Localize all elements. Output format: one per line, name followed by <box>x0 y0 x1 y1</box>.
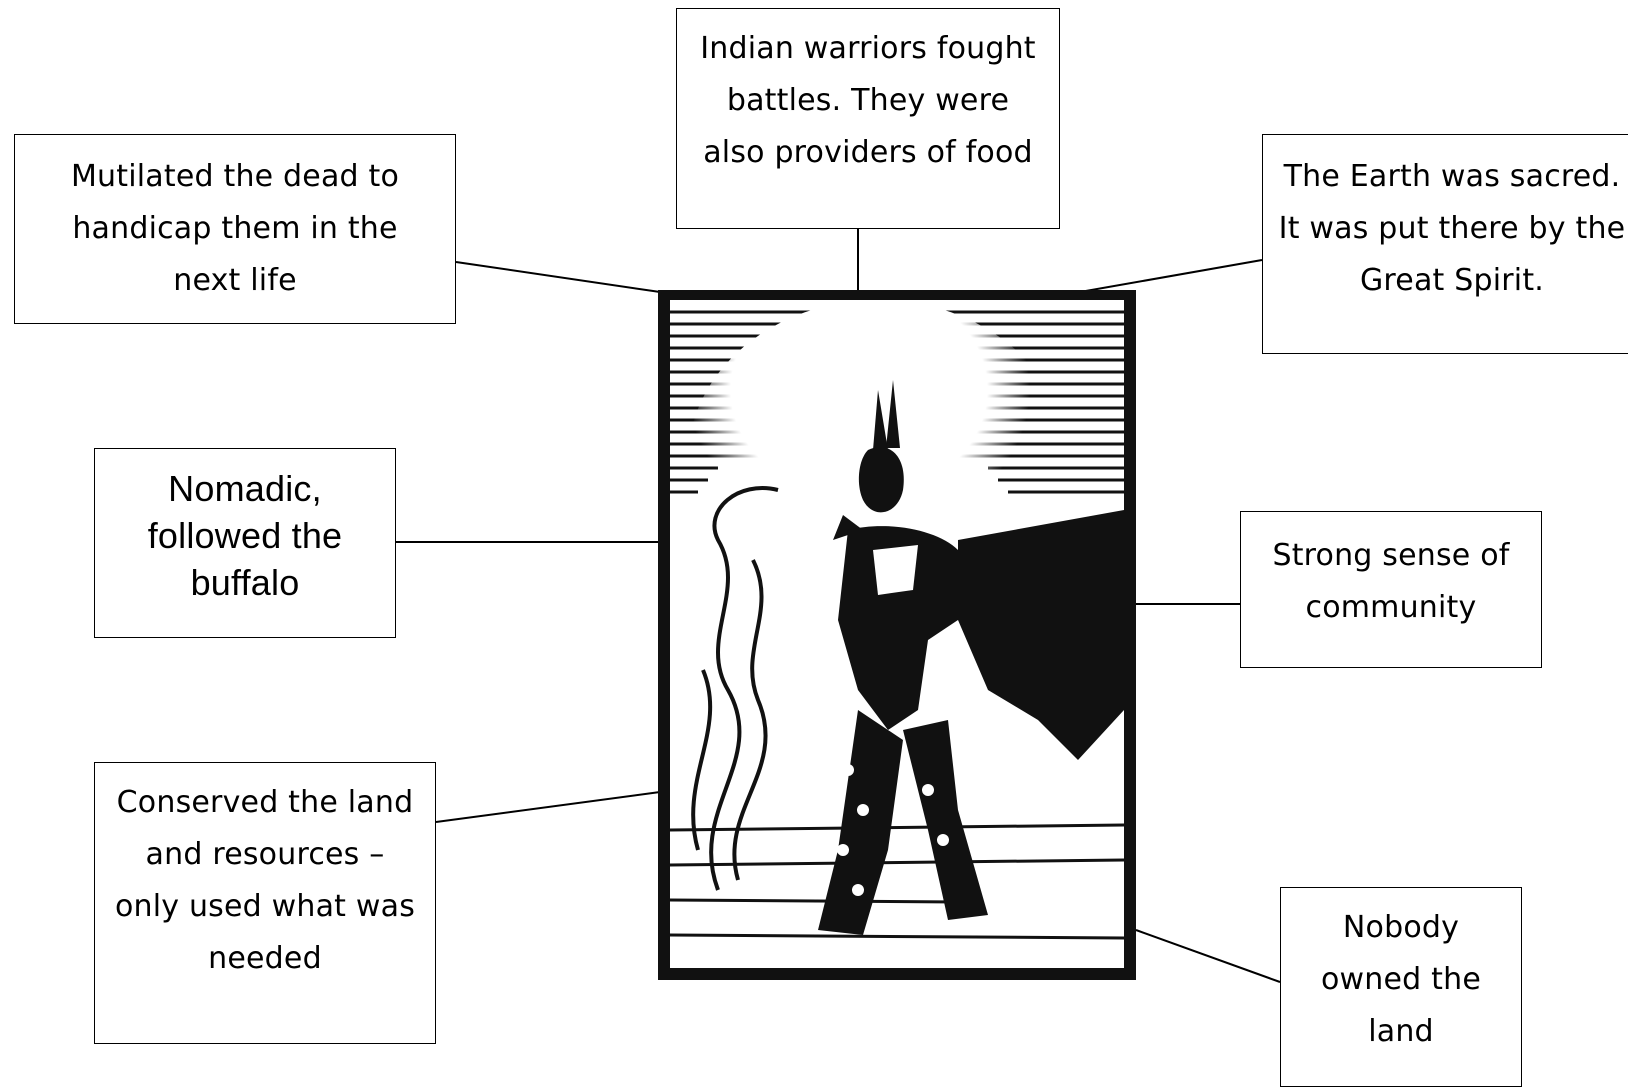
callout-nomadic-text: Nomadic, followed the buffalo <box>147 468 343 603</box>
callout-warriors-text: Indian warriors fought battles. They wer… <box>700 31 1036 170</box>
connector-nobody <box>1135 929 1281 983</box>
callout-nomadic: Nomadic, followed the buffalo <box>94 448 396 638</box>
connector-mutilated <box>455 261 661 293</box>
callout-community-text: Strong sense of community <box>1272 538 1510 625</box>
callout-community: Strong sense of community <box>1240 511 1542 668</box>
callout-mutilated: Mutilated the dead to handicap them in t… <box>14 134 456 324</box>
warrior-woodcut-image <box>658 290 1136 980</box>
callout-earth-text: The Earth was sacred. It was put there b… <box>1278 159 1626 298</box>
callout-earth: The Earth was sacred. It was put there b… <box>1262 134 1628 354</box>
callout-warriors: Indian warriors fought battles. They wer… <box>676 8 1060 229</box>
callout-conserved: Conserved the land and resources – only … <box>94 762 436 1044</box>
callout-conserved-text: Conserved the land and resources – only … <box>114 785 416 976</box>
connector-conserved <box>435 791 661 823</box>
connector-earth <box>1079 259 1263 293</box>
callout-mutilated-text: Mutilated the dead to handicap them in t… <box>70 159 400 298</box>
callout-nobody-text: Nobody owned the land <box>1321 910 1481 1049</box>
callout-nobody: Nobody owned the land <box>1280 887 1522 1087</box>
